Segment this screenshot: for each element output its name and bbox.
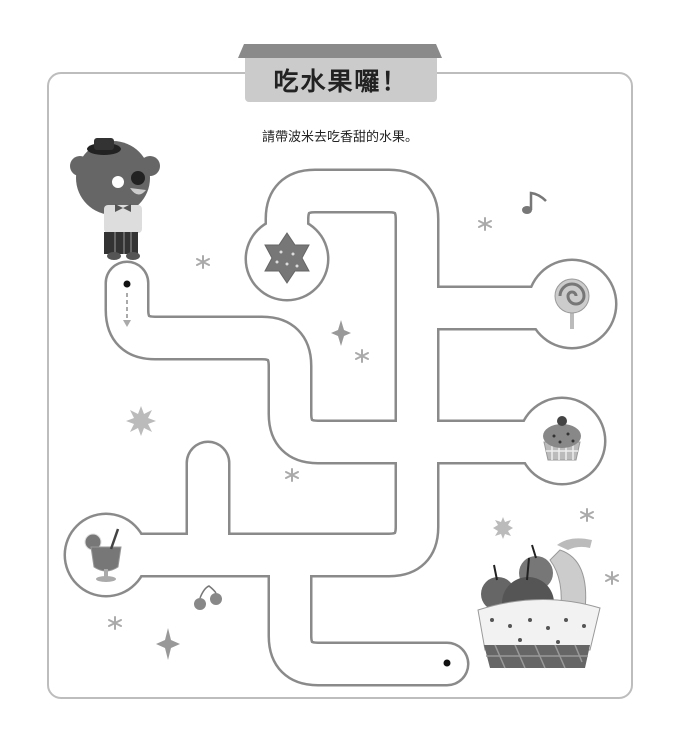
start-arrow-icon <box>123 293 131 327</box>
cherries-icon <box>194 585 222 610</box>
title-banner: 吃水果囉！ <box>245 58 437 102</box>
burst-star-icon <box>126 406 513 539</box>
instruction-text: 請帶波米去吃香甜的水果。 <box>261 130 418 145</box>
music-note-icon <box>522 191 547 214</box>
star-cookie-icon <box>264 232 310 284</box>
bear-character-icon <box>70 138 160 260</box>
lollipop-icon <box>554 278 590 329</box>
title-roof <box>238 44 442 58</box>
juice-icon <box>84 528 122 582</box>
cupcake-icon <box>543 416 581 461</box>
asterisk-star-icon <box>108 217 619 630</box>
fruit-basket-icon <box>477 538 601 669</box>
sparkle-icon <box>156 320 351 660</box>
start-dot <box>123 280 131 288</box>
end-dot <box>443 659 451 667</box>
page-title: 吃水果囉！ <box>273 67 409 96</box>
